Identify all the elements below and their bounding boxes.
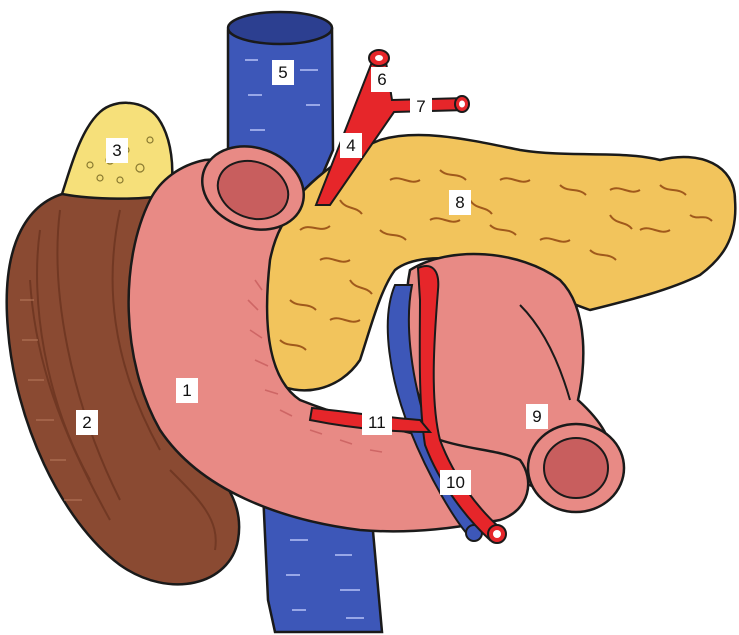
label-1: 1 bbox=[176, 378, 198, 403]
label-6: 6 bbox=[371, 67, 393, 92]
label-8: 8 bbox=[449, 190, 471, 215]
label-2: 2 bbox=[76, 410, 98, 435]
label-10: 10 bbox=[440, 470, 471, 495]
label-5: 5 bbox=[272, 60, 294, 85]
label-11: 11 bbox=[362, 410, 392, 435]
label-4: 4 bbox=[340, 133, 362, 158]
label-9: 9 bbox=[526, 404, 548, 429]
label-3: 3 bbox=[106, 138, 128, 163]
label-7: 7 bbox=[410, 94, 432, 119]
